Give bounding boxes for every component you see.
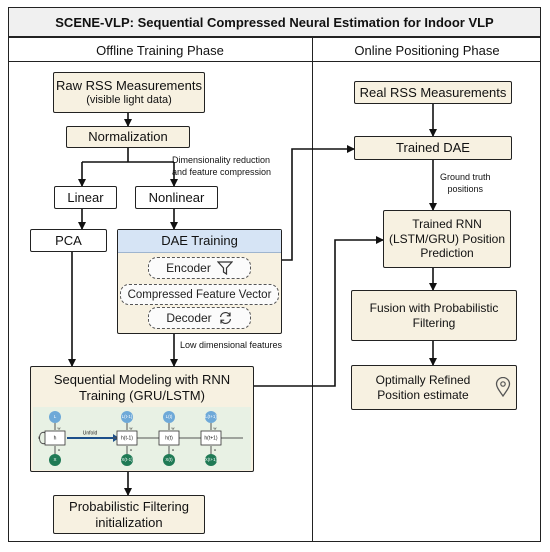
ground-truth-note: Ground truth positions [440,172,491,195]
hidden-node [158,430,180,446]
fusion-line2: Filtering [412,315,456,330]
output-node-label: L(t+1) [205,414,217,419]
real-rss-box: Real RSS Measurements [354,81,512,104]
outer-frame [8,37,541,542]
normalization-box: Normalization [66,126,190,148]
arrow-rnn-training-to-trained-rnn [254,236,384,387]
weight-w-label: w [130,426,133,431]
ground-truth-line1: Ground truth [440,172,491,182]
hidden-node [200,430,222,446]
online-phase-label: Online Positioning Phase [354,43,500,58]
trained-rnn-line3: Prediction [420,246,474,261]
encoder-label: Encoder [166,261,211,275]
rnn-training-line2: Training (GRU/LSTM) [79,387,205,403]
offline-phase-label: Offline Training Phase [96,43,224,58]
trained-dae-box: Trained DAE [354,136,512,160]
input-node-label: X(t+1) [205,457,218,462]
refined-line1: Optimally Refined [375,373,471,388]
low-dim-note: Low dimensional features [180,340,283,350]
output-node [49,411,61,423]
reduction-note-line2: and feature compression [172,166,272,177]
raw-rss-label: Raw RSS Measurements [56,78,202,94]
refined-position-box: Optimally Refined Position estimate [351,365,517,410]
hidden-node [116,430,138,446]
reduction-note: Dimensionality reduction and feature com… [172,155,271,178]
output-node-label: L [54,414,57,419]
trained-rnn-box: Trained RNN (LSTM/GRU) Position Predicti… [383,210,511,268]
output-node [205,411,217,423]
location-pin-icon [495,377,511,397]
phase-divider [312,37,313,542]
unfold-label: Unfold [83,430,98,436]
fusion-box: Fusion with Probabilistic Filtering [351,290,517,341]
output-node-label: L(t) [166,414,173,419]
hidden-node-label: h(t+1) [204,435,218,441]
arrow-dae-to-trained-dae [282,145,355,261]
ground-truth-line2: positions [447,183,484,194]
nonlinear-box: Nonlinear [135,186,218,209]
hidden-node-label: h [54,435,57,441]
dae-training-header: DAE Training [118,230,281,253]
weight-w-label: w [172,426,175,431]
cycle-arrows-icon [219,312,231,324]
dae-training-box: DAE Training [117,229,282,334]
weight-u-label: u [172,447,174,452]
prob-filter-line1: Probabilistic Filtering [69,498,189,514]
raw-rss-sublabel: (visible light data) [86,93,172,106]
hidden-node [44,430,66,446]
input-node [49,454,61,466]
trained-rnn-line2: (LSTM/GRU) Position [388,231,506,246]
weight-u-label: u [58,447,60,452]
prob-filter-init-box: Probabilistic Filtering initialization [53,495,205,534]
funnel-icon [216,261,233,275]
trained-rnn-line1: Trained RNN [412,217,482,232]
input-node [205,454,217,466]
weight-w-label: w [58,426,61,431]
output-node [121,411,133,423]
weight-v-label: v [38,435,41,440]
input-node-label: X(t-1) [121,457,133,462]
decoder-label: Decoder [166,311,212,325]
compressed-vector-pill: Compressed Feature Vector [120,284,279,305]
output-node-label: L(t-1) [122,414,133,419]
diagram-title: SCENE-VLP: Sequential Compressed Neural … [8,7,541,37]
weight-u-label: u [214,447,216,452]
rnn-training-line1: Sequential Modeling with RNN [53,372,231,387]
weight-w-label: w [214,426,217,431]
input-node [163,454,175,466]
phase-header-rule [8,61,541,62]
decoder-pill: Decoder [148,307,251,329]
input-node-label: X(t) [165,457,173,462]
output-node [163,411,175,423]
hidden-node-label: h(t) [165,435,173,441]
weight-u-label: u [130,447,132,452]
hidden-node-label: h(t-1) [121,435,133,441]
refined-line2: Position estimate [377,387,469,402]
linear-box: Linear [54,186,117,209]
fusion-line1: Fusion with Probabilistic [369,301,499,316]
reduction-note-line1: Dimensionality reduction [172,155,271,165]
input-node-label: X [53,457,56,462]
pca-box: PCA [30,229,107,252]
raw-rss-box: Raw RSS Measurements (visible light data… [53,72,205,113]
arrow-norm-split [82,148,174,163]
input-node [121,454,133,466]
encoder-pill: Encoder [148,257,251,279]
prob-filter-line2: initialization [95,514,163,530]
